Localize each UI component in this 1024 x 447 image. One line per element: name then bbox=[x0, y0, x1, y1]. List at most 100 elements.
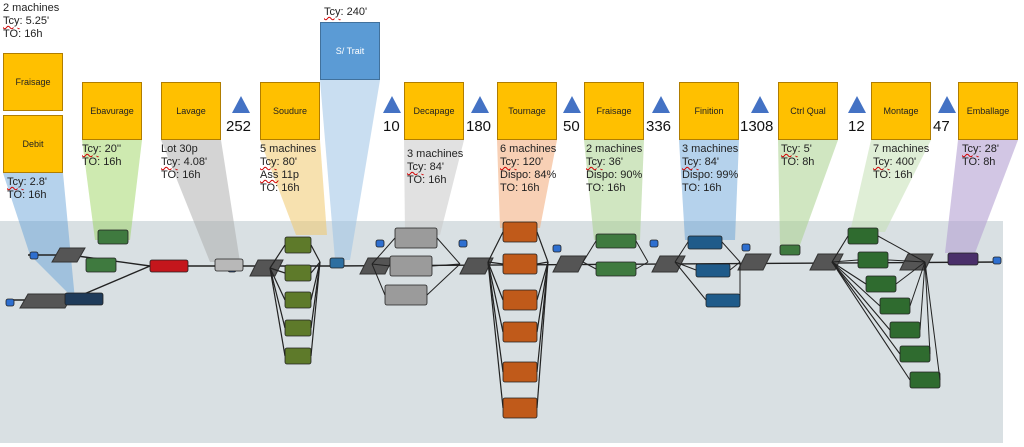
info-line: 2 machines bbox=[3, 2, 59, 15]
soudure-process-box: Soudure bbox=[260, 82, 320, 140]
flow-line bbox=[909, 261, 926, 307]
info-text: Tcy bbox=[7, 176, 24, 188]
info-line: TO: 16h bbox=[7, 189, 47, 202]
ebavurage-process-box: Ebavurage bbox=[82, 82, 142, 140]
machine bbox=[502, 253, 538, 275]
flow-line bbox=[310, 261, 321, 357]
info-text: Tcy bbox=[161, 156, 178, 168]
flow-line bbox=[877, 235, 926, 263]
process-label: Debit bbox=[22, 139, 44, 149]
info-text: 7 machines bbox=[873, 143, 930, 155]
info-line: Tcy: 5.25' bbox=[3, 15, 59, 28]
info-text: : 5.25' bbox=[19, 15, 50, 27]
machine bbox=[502, 321, 538, 343]
info-text: Dispo: 84% bbox=[500, 169, 557, 181]
flow-line bbox=[674, 241, 689, 263]
inventory-triangle-icon bbox=[383, 96, 401, 113]
machine bbox=[502, 289, 538, 311]
info-text: Tcy bbox=[500, 156, 517, 168]
machine bbox=[502, 221, 538, 243]
flow-line bbox=[371, 237, 396, 265]
inventory-quantity: 12 bbox=[848, 118, 865, 135]
info-text: TO: 16h bbox=[407, 174, 447, 186]
flow-line bbox=[924, 261, 941, 381]
info-text: Tcy bbox=[682, 156, 699, 168]
flow-line bbox=[431, 263, 461, 267]
flow-line bbox=[831, 261, 867, 285]
machine bbox=[865, 275, 897, 293]
flow-line bbox=[487, 261, 504, 301]
machine bbox=[97, 229, 129, 245]
soudure-beam bbox=[260, 140, 327, 235]
info-text: 3 machines bbox=[682, 143, 739, 155]
flow-line bbox=[269, 267, 286, 274]
inventory-triangle-icon bbox=[848, 96, 866, 113]
process-label: Tournage bbox=[508, 106, 546, 116]
debit-beam bbox=[3, 173, 75, 300]
info-line: TO: 16h bbox=[3, 28, 59, 41]
machine bbox=[5, 298, 15, 307]
machine bbox=[214, 258, 244, 272]
montage-process-box: Montage bbox=[871, 82, 931, 140]
info-text: Tcy bbox=[324, 6, 341, 18]
info-text: TO: 16h bbox=[82, 156, 122, 168]
machine bbox=[329, 257, 345, 269]
flow-line bbox=[582, 240, 597, 263]
inventory-quantity: 10 bbox=[383, 118, 400, 135]
info-text: : 84' bbox=[698, 156, 719, 168]
info-line: 3 machines bbox=[407, 148, 463, 161]
flow-line bbox=[831, 261, 891, 331]
process-label: Fraisage bbox=[596, 106, 632, 116]
inventory-triangle-icon bbox=[938, 96, 956, 113]
info-text: TO: 8h bbox=[781, 156, 815, 168]
machine bbox=[889, 321, 921, 339]
machine bbox=[992, 256, 1002, 265]
process-label: Soudure bbox=[272, 106, 308, 116]
info-text: TO: 16h bbox=[161, 169, 201, 181]
info-line: TO: 16h bbox=[682, 182, 738, 195]
info-text: 11p bbox=[278, 169, 299, 181]
info-text: : 120' bbox=[516, 156, 544, 168]
inventory-triangle-icon bbox=[232, 96, 250, 113]
machine bbox=[595, 261, 637, 277]
flow-line bbox=[536, 261, 549, 409]
flow-line bbox=[635, 240, 649, 263]
inventory-quantity: 180 bbox=[466, 118, 492, 135]
machine bbox=[947, 252, 979, 266]
process-label: Emballage bbox=[966, 106, 1010, 116]
info-line: TO: 8h bbox=[781, 156, 814, 169]
info-text: Tcy bbox=[82, 143, 99, 155]
info-text: Tcy bbox=[962, 143, 979, 155]
buffer-pad bbox=[737, 253, 772, 271]
info-text: : 84' bbox=[423, 161, 444, 173]
machine bbox=[284, 291, 312, 309]
flow-line bbox=[487, 261, 504, 373]
info-text: Tcy bbox=[260, 156, 277, 168]
flow-line bbox=[487, 261, 504, 265]
buffer-pad bbox=[459, 257, 494, 275]
info-text: 6 machines bbox=[500, 143, 557, 155]
info-text: Tcy bbox=[781, 143, 798, 155]
flow-line bbox=[536, 231, 549, 263]
flow-line bbox=[582, 261, 597, 270]
machine bbox=[687, 235, 723, 250]
flow-line bbox=[310, 261, 321, 301]
flow-line bbox=[887, 259, 926, 263]
process-label: Lavage bbox=[176, 106, 206, 116]
machine bbox=[847, 227, 879, 245]
lavage-beam bbox=[161, 140, 240, 262]
info-line: Tcy: 4.08' bbox=[161, 156, 207, 169]
machine bbox=[384, 284, 428, 306]
machine bbox=[705, 293, 741, 308]
flow-line bbox=[536, 261, 549, 301]
info-text: TO: 16h bbox=[7, 189, 47, 201]
inventory-quantity: 50 bbox=[563, 118, 580, 135]
info-text: Lot 30p bbox=[161, 143, 198, 155]
flow-line bbox=[721, 241, 741, 263]
flow-line bbox=[487, 261, 504, 333]
